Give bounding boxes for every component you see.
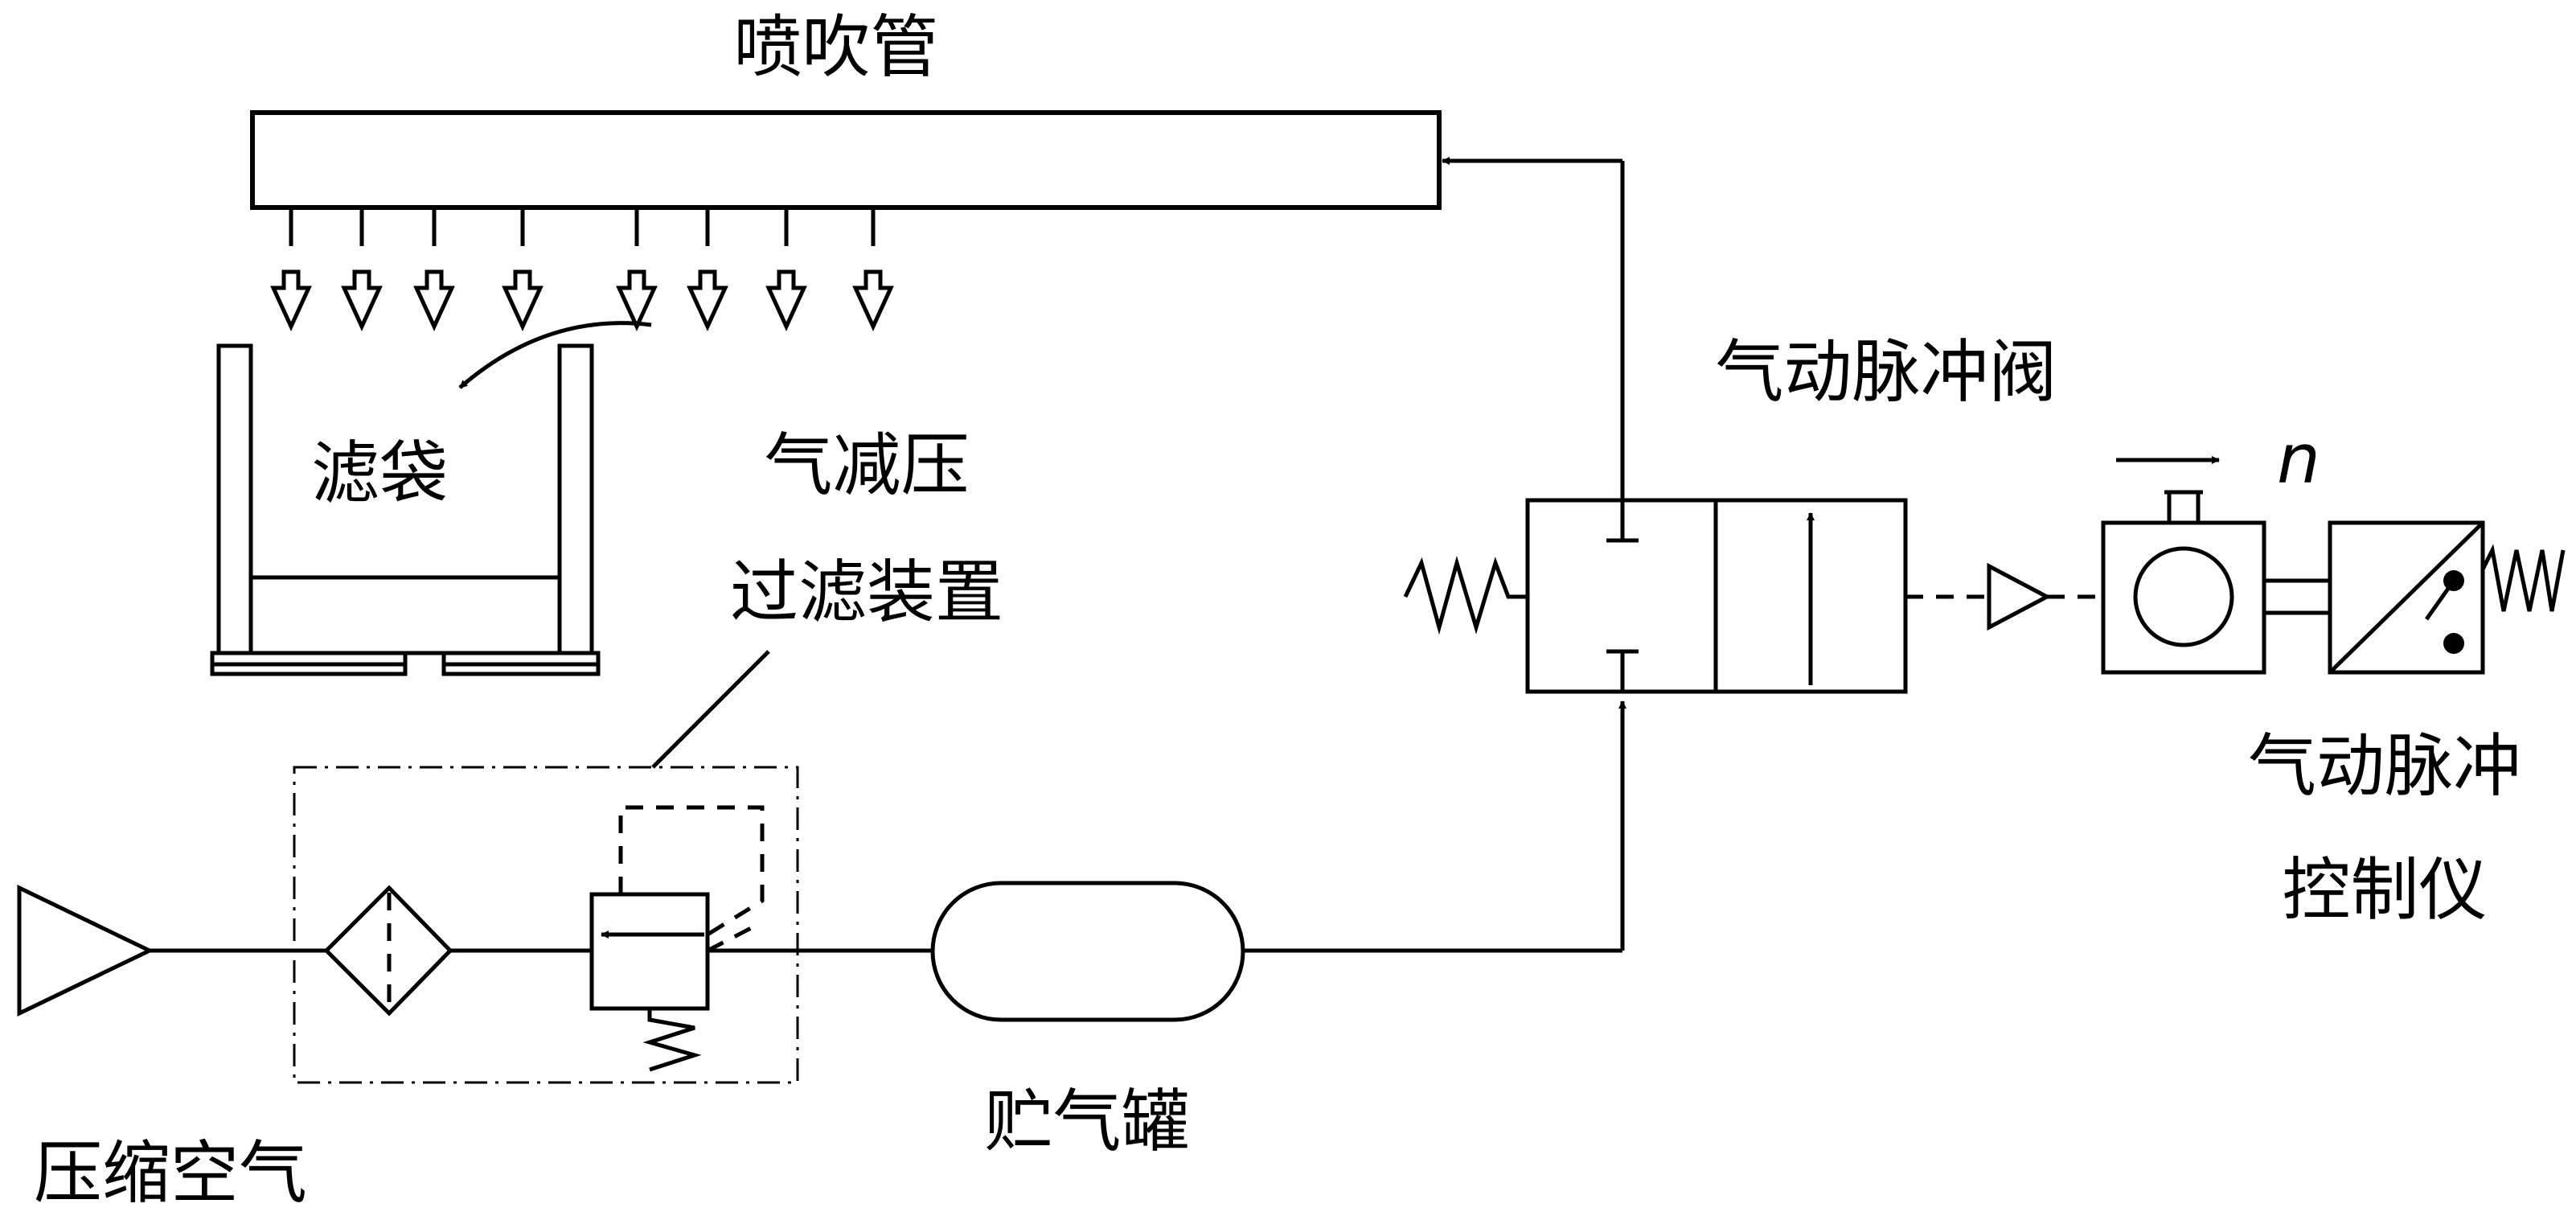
nozzle-arrow <box>413 207 455 332</box>
nozzle-arrow <box>687 207 728 332</box>
air-filter-symbol <box>323 885 453 1017</box>
blow-pipe <box>250 110 1442 210</box>
air-tank-label: 贮气罐 <box>984 1082 1189 1162</box>
nozzle-arrow <box>502 207 544 332</box>
reducer-label-line2: 过滤装置 <box>730 553 1003 633</box>
blow-pipe-label: 喷吹管 <box>733 8 938 88</box>
nozzle-arrows <box>270 207 894 332</box>
pulse-controller <box>2101 456 2566 675</box>
filter-bag-label: 滤袋 <box>311 434 448 514</box>
air-pipeline <box>150 157 1626 953</box>
air-tank <box>930 881 1245 1022</box>
pulse-valve <box>1403 498 1908 694</box>
pilot-signal-line <box>1905 562 2103 631</box>
reducer-label-line1: 气减压 <box>764 426 969 506</box>
compressed-air-label: 压缩空气 <box>34 1134 307 1214</box>
flow-curve-arrow <box>458 321 652 389</box>
speed-symbol-label: n <box>2277 420 2320 499</box>
controller-label-line1: 气动脉冲 <box>2248 727 2521 807</box>
reducer-filter-enclosure <box>293 766 799 1084</box>
pressure-reducing-valve <box>589 805 765 1072</box>
compressed-air-source-symbol <box>17 885 154 1017</box>
nozzle-arrow <box>765 207 807 332</box>
pulse-valve-label: 气动脉冲阀 <box>1715 333 2057 413</box>
nozzle-arrow <box>270 207 312 332</box>
nozzle-arrow <box>341 207 383 332</box>
nozzle-arrow <box>616 207 658 332</box>
filter-bag <box>210 343 601 676</box>
controller-label-line2: 控制仪 <box>2282 851 2487 930</box>
reducer-leader-line <box>651 650 770 769</box>
nozzle-arrow <box>852 207 894 332</box>
